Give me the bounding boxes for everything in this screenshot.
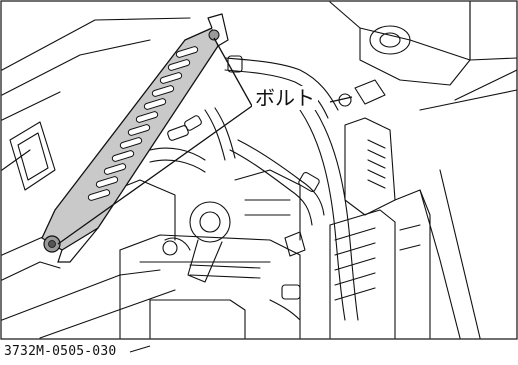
cover-vent-slots xyxy=(87,46,199,201)
callout-leader-lines xyxy=(57,37,353,245)
bolt-top xyxy=(208,29,220,41)
right-components xyxy=(269,79,481,339)
hose-lines xyxy=(149,57,359,321)
bolt-callout-label: ボルト xyxy=(252,86,318,110)
bolt-bottom xyxy=(43,235,61,253)
figure-code-rule xyxy=(129,345,151,353)
body-panel-top-right xyxy=(329,1,518,111)
body-panel-left xyxy=(1,17,191,339)
engine-block xyxy=(114,169,301,339)
figure-code: 3732M-0505-030 xyxy=(4,344,117,359)
slotted-cover-plate xyxy=(41,13,229,263)
